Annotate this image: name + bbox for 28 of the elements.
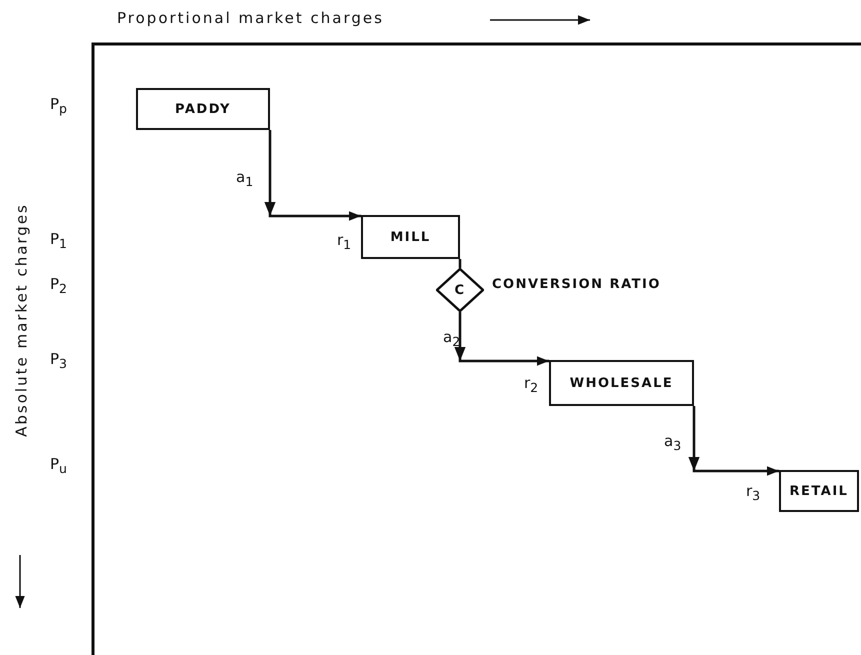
symbol-label: P$_{u}$ [50,457,67,476]
connector-line [458,259,462,268]
process-box [361,215,460,259]
symbol-label: r$_{3}$ [746,484,760,502]
process-box [136,88,270,130]
symbol-label: a$_{2}$ [443,330,460,348]
symbol-label: r$_{2}$ [524,376,538,394]
node-label: PADDY [175,102,231,116]
node-caption: CONVERSION RATIO [492,277,661,292]
symbol-label: r$_{1}$ [337,233,352,252]
symbol-label: P$_{3}$ [50,352,67,370]
axis-label: Proportional market charges [117,11,384,26]
arrow [454,312,549,366]
axis-label: Absolute market charges [14,203,30,437]
arrow [688,406,779,476]
decision-diamond [436,268,484,312]
process-box [549,360,694,406]
symbol-label: a$_{3}$ [664,434,682,452]
process-box [779,470,859,512]
symbol-label: P$_{p}$ [50,97,67,116]
node-label: RETAIL [790,484,848,498]
symbol-label: a$_{1}$ [236,170,254,188]
arrow [264,130,361,221]
node-label: MILL [390,230,431,244]
node-label: C [454,282,466,298]
symbol-label: P$_{2}$ [50,277,67,296]
symbol-label: P$_{1}$ [50,232,67,250]
node-label: WHOLESALE [570,376,674,390]
